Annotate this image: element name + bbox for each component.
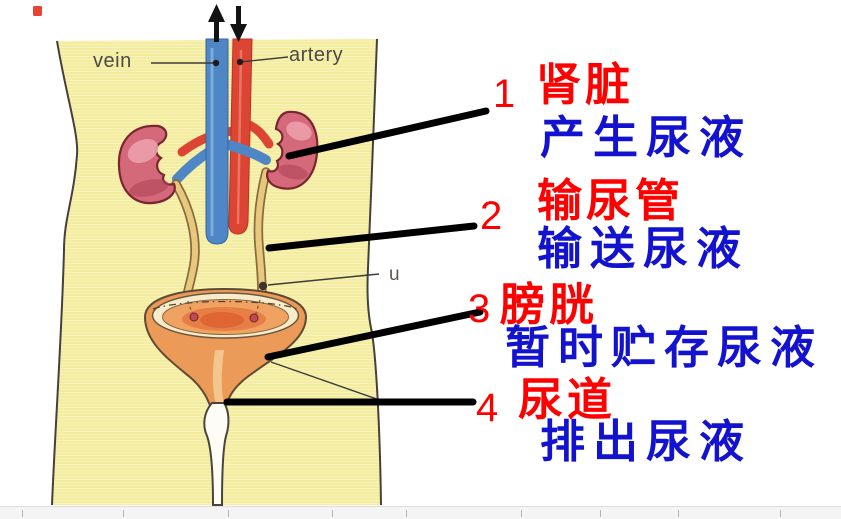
ruler-tick [600, 510, 601, 517]
label-4-function: 排出尿液 [540, 416, 753, 467]
bladder [143, 287, 308, 410]
label-2-function: 输送尿液 [537, 223, 750, 274]
urethra [203, 402, 230, 506]
torso-left-outline [51, 40, 79, 506]
artery-label: artery [289, 44, 344, 66]
artery-pointer-dot [236, 58, 244, 66]
scan-speck [33, 6, 42, 16]
ruler-tick [521, 510, 522, 517]
label-1-function: 产生尿液 [540, 112, 753, 163]
ruler-tick [123, 510, 124, 517]
ruler-tick [228, 510, 229, 517]
ruler-tick [406, 510, 407, 517]
right-ureter-opening [249, 313, 259, 323]
label-3-term: 膀胱 [500, 279, 599, 330]
label-4-term: 尿道 [518, 374, 617, 425]
scan-leader-lines [151, 56, 392, 405]
ureter-pointer-dot [258, 281, 268, 291]
pointer-line-bladder [264, 308, 484, 361]
torso-right-outline [366, 38, 382, 506]
ureter-u-label: u [389, 264, 400, 285]
bottom-scrollbar-ruler[interactable] [0, 506, 841, 519]
label-2-term: 输尿管 [537, 175, 685, 226]
vein-vessel [172, 38, 271, 245]
ruler-tick [332, 510, 333, 517]
left-ureter-opening [189, 312, 199, 322]
label-3-number: 3 [468, 287, 491, 331]
pointer-line-ureter [265, 222, 478, 252]
label-4-number: 4 [476, 386, 499, 430]
vein-pointer-dot [212, 59, 220, 67]
pointer-lines [223, 107, 490, 406]
vein-label: vein [93, 50, 132, 72]
label-1-term: 肾脏 [536, 59, 635, 110]
ruler-tick [22, 510, 23, 517]
pointer-line-kidney [285, 107, 490, 160]
down-arrow-icon [230, 6, 247, 42]
label-1-number: 1 [493, 72, 516, 116]
ruler-tick [780, 510, 781, 517]
ruler-tick [678, 510, 679, 517]
up-arrow-icon [208, 4, 225, 42]
left-kidney [117, 124, 176, 205]
label-2-number: 2 [480, 194, 503, 238]
artery-vessel [177, 38, 274, 235]
label-3-function: 暂时贮存尿液 [505, 322, 824, 373]
